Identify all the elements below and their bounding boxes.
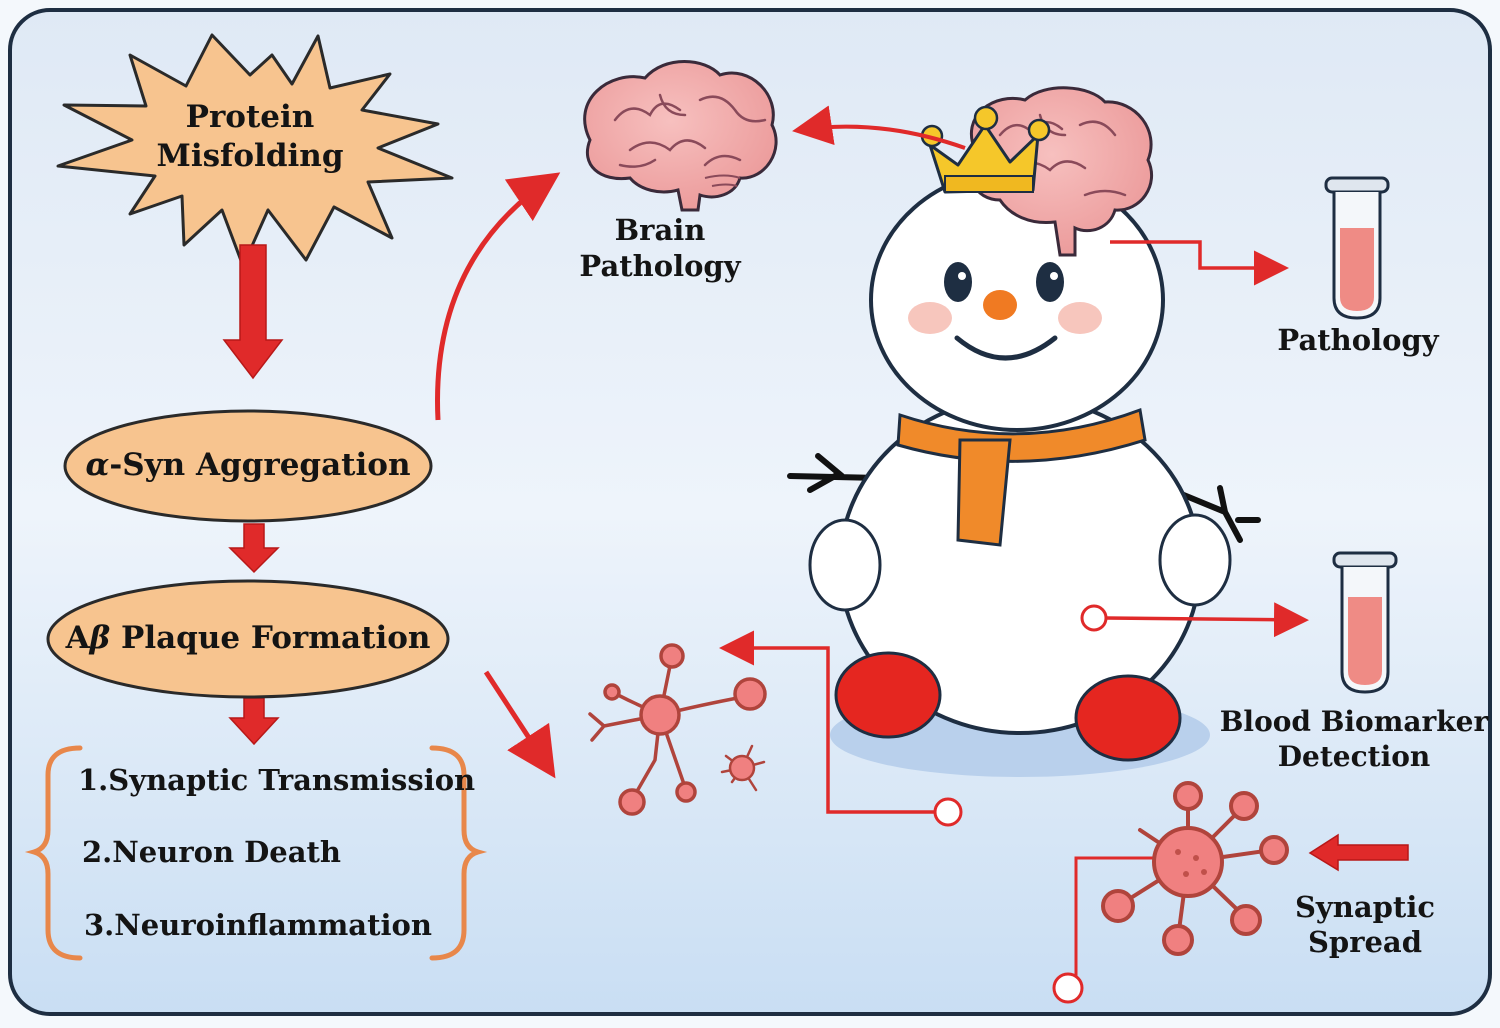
brain-pathology-line2: Pathology <box>579 249 741 284</box>
arrow-plaque-to-neurons <box>483 670 556 779</box>
blood-biomarker-line2: Detection <box>1277 740 1431 773</box>
neuron-cluster-icon <box>588 643 767 816</box>
arrow-misfolding-to-syn <box>222 244 284 380</box>
blood-biomarker-line1: Blood Biomarker <box>1219 705 1489 738</box>
pathology-label: Pathology <box>1277 323 1439 357</box>
small-neuron-icon <box>720 744 766 792</box>
protein-misfolding-burst <box>56 33 454 268</box>
snowman-mascot <box>787 168 1261 777</box>
arrow-to-neuron-cluster <box>719 630 936 814</box>
left-brace <box>24 745 83 961</box>
effect-item-2: 2.Neuron Death <box>82 835 341 869</box>
arrow-into-synaptic-spread <box>1308 833 1409 872</box>
synaptic-spread-neuron-icon <box>1101 781 1289 956</box>
arrow-plaque-to-effects <box>228 697 280 746</box>
arrow-syn-to-plaque <box>228 523 280 574</box>
plaque-formation-label: Aβ Plaque Formation <box>52 619 444 658</box>
synaptic-spread-line1: Synaptic <box>1294 890 1435 924</box>
syn-aggregation-text: -Syn Aggregation <box>109 447 411 483</box>
plaque-prefix: A <box>65 620 90 656</box>
connector-node <box>933 797 963 827</box>
plaque-formation-node <box>46 579 450 699</box>
test-tube-icon <box>1324 176 1390 320</box>
beta-symbol: β <box>89 620 111 656</box>
effect-item-1: 1.Synaptic Transmission <box>78 763 476 797</box>
arrow-to-pathology-tube <box>1110 240 1289 286</box>
test-tube-icon <box>1332 551 1398 694</box>
syn-aggregation-node <box>63 409 433 523</box>
blood-biomarker-label: Blood Biomarker Detection <box>1218 704 1490 774</box>
synaptic-spread-line2: Spread <box>1307 924 1423 959</box>
brain-pathology-line1: Brain <box>614 213 706 247</box>
right-brace <box>429 745 488 961</box>
synaptic-spread-label: Synaptic Spread <box>1280 890 1450 960</box>
protein-misfolding-label: Protein Misfolding <box>150 98 350 176</box>
protein-misfolding-line2: Misfolding <box>156 137 344 174</box>
effect-item-3: 3.Neuroinflammation <box>84 908 432 942</box>
plaque-formation-text: Plaque Formation <box>110 620 431 656</box>
brain-icon <box>583 60 778 212</box>
brain-pathology-label: Brain Pathology <box>560 212 760 285</box>
alpha-symbol: α <box>85 447 110 483</box>
connector-line <box>1074 856 1162 976</box>
syn-aggregation-label: α-Syn Aggregation <box>70 446 426 485</box>
connector-node <box>1080 604 1108 632</box>
arrow-snowman-to-brain <box>792 105 966 150</box>
protein-misfolding-line1: Protein <box>185 99 315 135</box>
arrow-syn-to-brain <box>435 172 561 421</box>
connector-node <box>1052 972 1084 1004</box>
snowman-brain-icon <box>968 86 1154 257</box>
arrow-to-biomarker-tube <box>1105 602 1309 638</box>
